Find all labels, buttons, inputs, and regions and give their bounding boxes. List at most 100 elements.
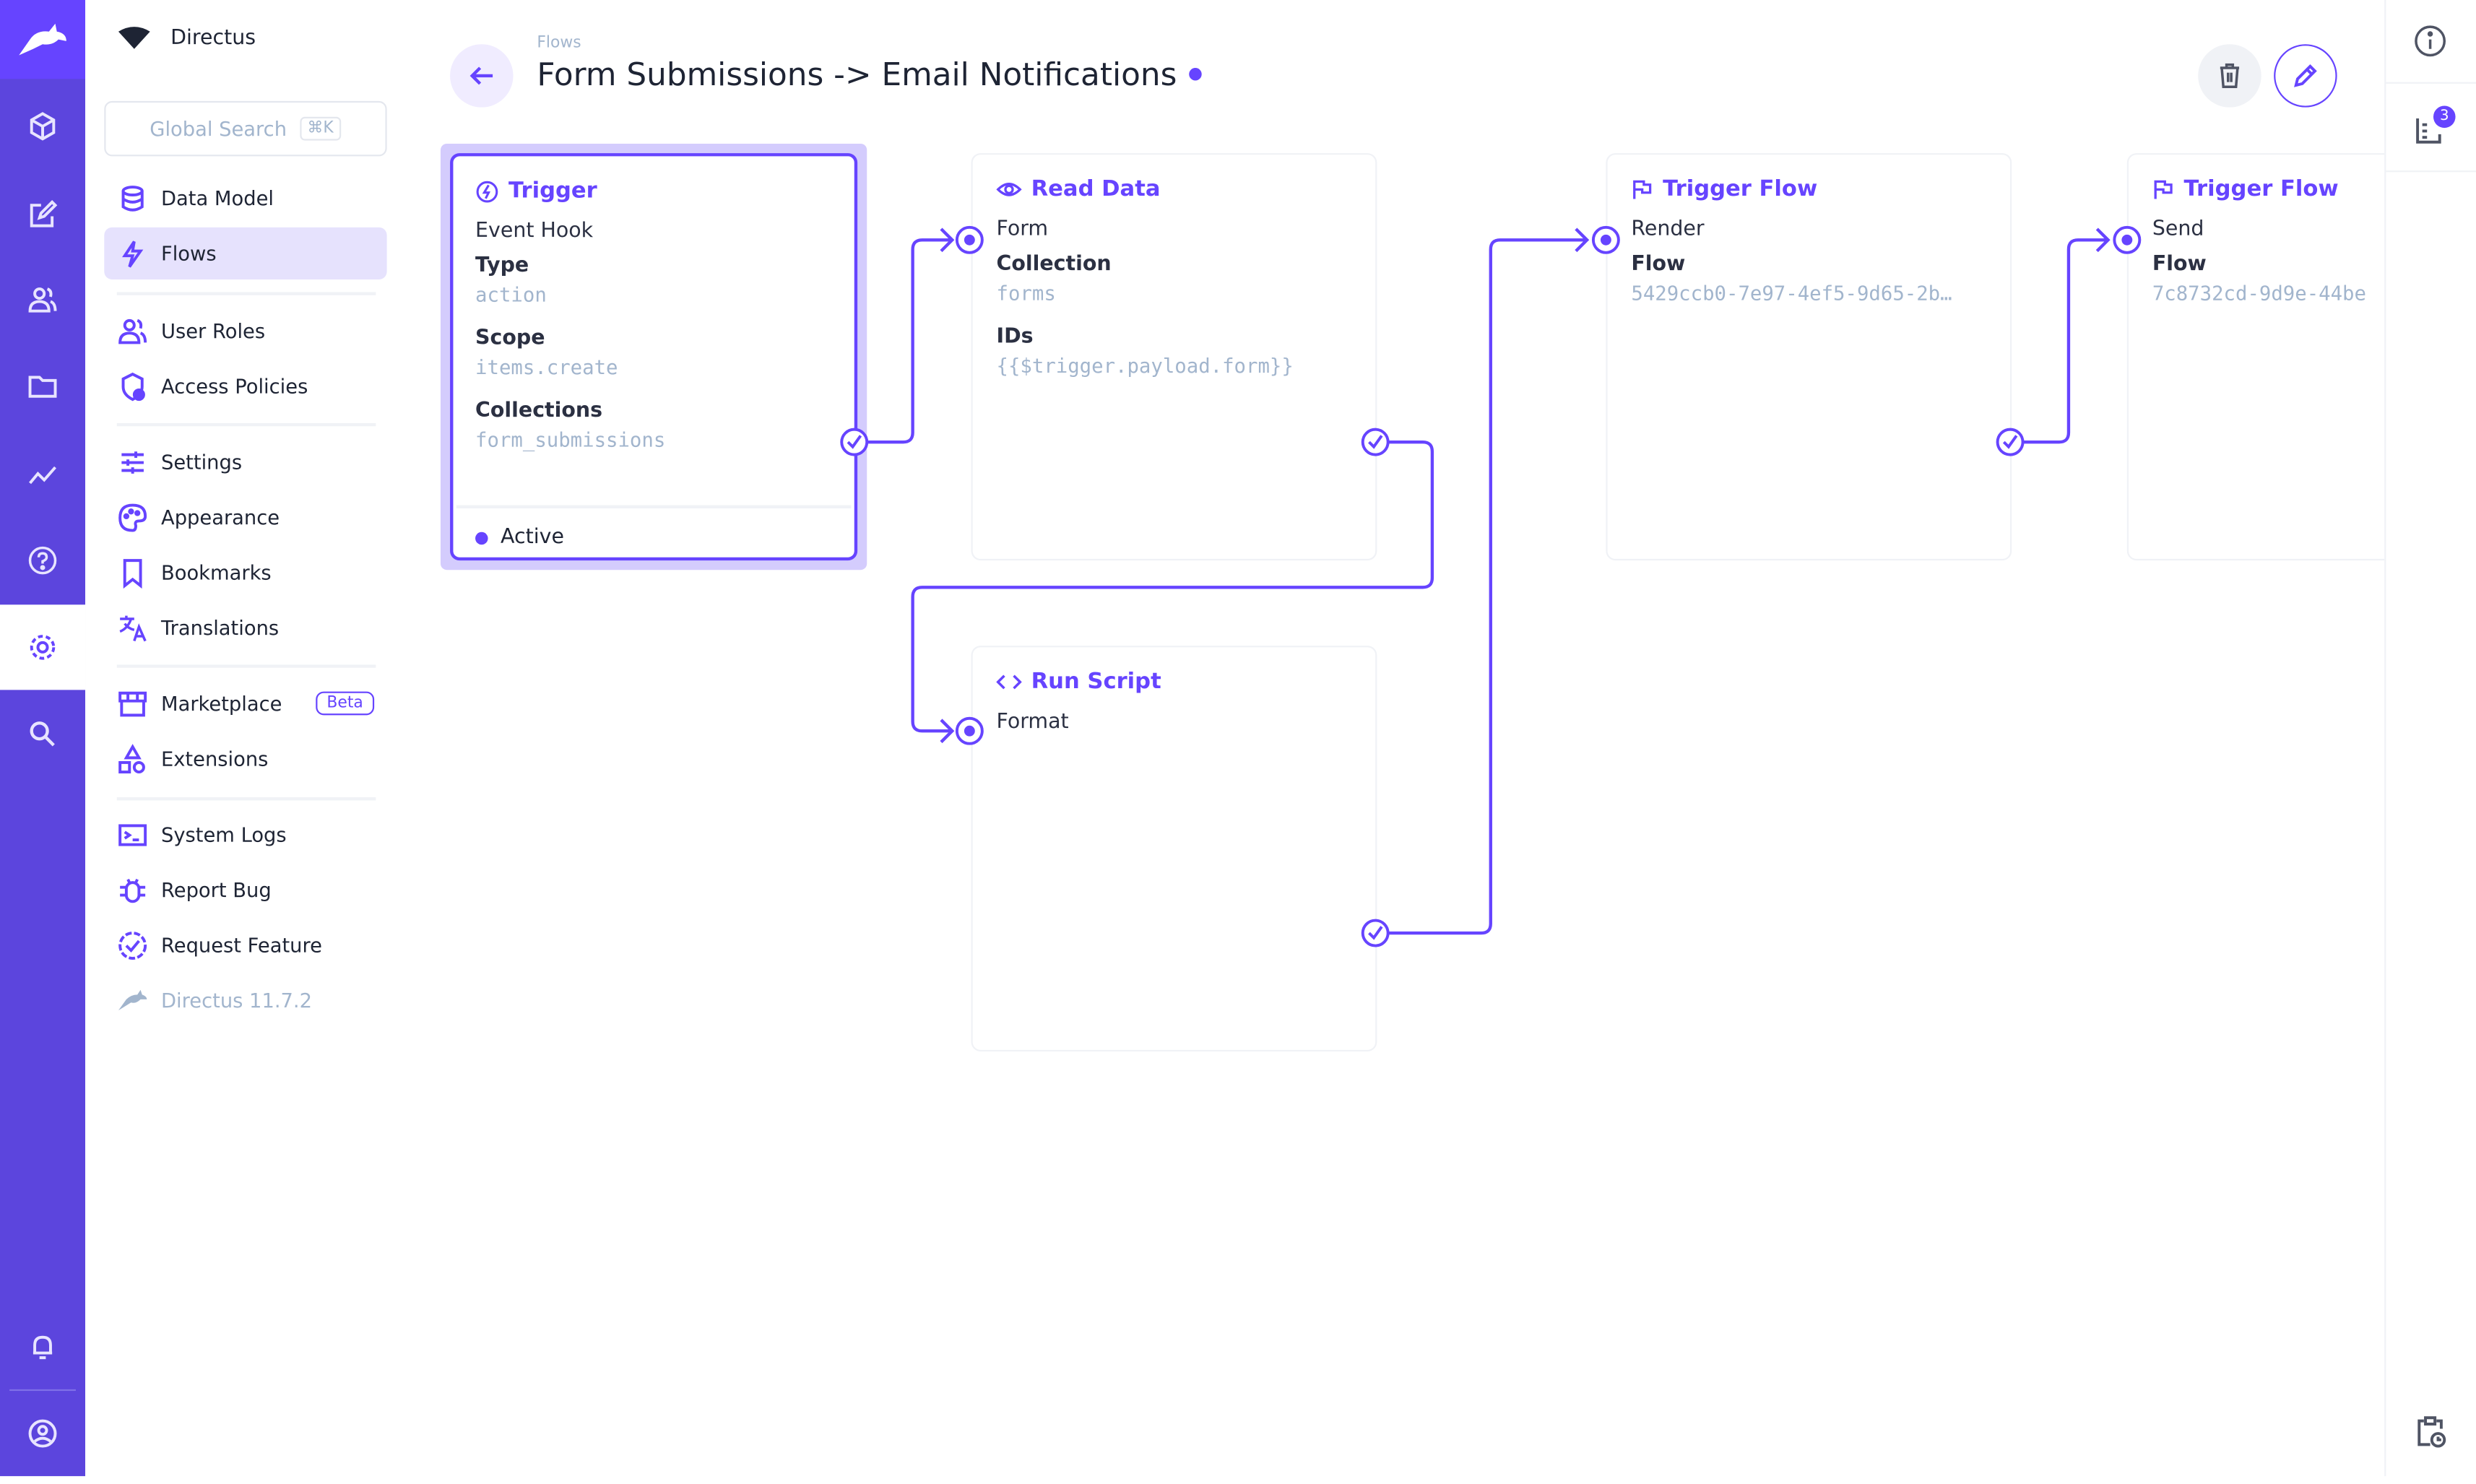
bug-icon [120,877,146,903]
search-icon[interactable] [0,692,85,777]
input-handle-script[interactable] [955,716,984,745]
info-icon[interactable] [2413,24,2448,65]
arrow-left-icon [469,66,493,85]
sidebar-item-bookmarks[interactable]: Bookmarks [104,546,386,598]
terminal-icon [118,823,147,846]
sidebar-item-access-policies[interactable]: Access Policies [104,360,386,412]
bell-icon[interactable] [0,1304,85,1389]
status-text: Active [501,526,564,550]
title-text: Form Submissions -> Email Notifications [537,55,1177,93]
nav-label: Translations [160,615,280,640]
field-value: 7c8732cd-9d9e-44be [2152,281,2366,305]
arrow-icon [940,227,955,253]
trigger-flow-card-render[interactable]: Trigger Flow Render Flow 5429ccb0-7e97-4… [1606,153,2012,561]
sidebar-item-report-bug[interactable]: Report Bug [104,864,386,916]
divider [456,505,852,508]
status: Active [475,526,564,550]
translate-icon [119,615,147,641]
trigger-card[interactable]: Trigger Event Hook Type action Scope ite… [450,153,858,561]
sidebar-item-appearance[interactable]: Appearance [104,491,386,543]
code-icon [996,674,1022,690]
field-label: Flow [2152,252,2207,277]
connector-flow1-flow2 [2022,238,2108,444]
notification-badge: 3 [2433,105,2456,129]
sidebar-item-system-logs[interactable]: System Logs [104,808,386,860]
sidebar-item-flows[interactable]: Flows [104,227,387,279]
settings-icon[interactable] [0,604,86,690]
card-title: Trigger Flow [2183,176,2339,202]
directus-logo-icon[interactable] [0,0,86,79]
insights-icon[interactable] [0,431,85,516]
card-title: Trigger Flow [1663,176,1818,202]
folder-icon[interactable] [0,344,85,430]
breadcrumb[interactable]: Flows [537,35,581,53]
bolt-circle-icon [476,180,498,202]
divider [116,292,376,295]
divider [116,664,376,667]
eye-icon [996,183,1022,196]
read-data-card[interactable]: Read Data Form Collection forms IDs {{$t… [971,153,1377,561]
input-handle-flow2[interactable] [2113,225,2142,254]
edit-button[interactable] [2274,44,2337,108]
resolve-handle-flow1[interactable] [1996,428,2025,456]
nav-label: Extensions [160,747,269,771]
logs-icon [2416,118,2441,144]
flow-connections [867,227,2111,935]
users-icon[interactable] [0,257,85,342]
users-icon [118,318,147,344]
bolt-icon [122,240,144,267]
input-handle-read[interactable] [955,225,984,254]
trash-icon [2220,63,2240,88]
page-title: Form Submissions -> Email Notifications [537,55,1203,93]
shield-user-icon [121,371,145,401]
delete-button[interactable] [2198,44,2261,108]
divider [116,797,376,800]
status-dot [1189,68,1203,81]
connector-read-script [911,440,1434,733]
verified-icon [118,930,147,959]
nav-label: Marketplace [160,691,282,716]
help-icon[interactable] [0,518,85,603]
sliders-icon [121,451,144,473]
nav-label: Request Feature [160,933,322,957]
search-placeholder: Global Search [150,116,287,141]
logs-button[interactable]: 3 [2386,82,2476,173]
card-title: Trigger [508,178,597,204]
resolve-handle-read[interactable] [1361,428,1390,456]
user-icon[interactable] [0,1391,85,1476]
beta-badge: Beta [316,691,375,716]
module-bar [0,0,86,1477]
project-info[interactable]: Directus [117,25,256,51]
trigger-flow-card-send[interactable]: Trigger Flow Send Flow 7c8732cd-9d9e-44b… [2126,153,2412,561]
nav-label: User Roles [160,318,266,343]
sidebar-item-translations[interactable]: Translations [104,602,386,654]
global-search[interactable]: Global Search⌘K [104,100,387,157]
back-button[interactable] [450,44,514,108]
sidebar-item-settings[interactable]: Settings [104,435,386,487]
edit-icon[interactable] [0,172,85,257]
bookmark-icon [123,558,142,589]
resolve-handle-script[interactable] [1361,919,1390,947]
sidebar-item-data-model[interactable]: Data Model [104,172,386,224]
active-dot [475,531,488,544]
nav-label: Appearance [160,505,280,529]
operation-key: Send [2152,217,2204,242]
sidebar-item-extensions[interactable]: Extensions [104,732,386,784]
divider [116,422,376,426]
version-label: Directus 11.7.2 [160,988,312,1012]
card-title: Read Data [1031,176,1161,202]
input-handle-flow1[interactable] [1591,225,1620,254]
run-script-card[interactable]: Run Script Format [971,646,1377,1052]
cube-icon[interactable] [0,84,85,169]
sidebar-item-marketplace[interactable]: Marketplace Beta [104,677,386,729]
nav-label: System Logs [160,823,287,846]
operation-key: Render [1631,217,1705,242]
sidebar-item-user-roles[interactable]: User Roles [104,305,386,357]
clipboard-clock-icon[interactable] [2413,1415,2448,1456]
sidebar-item-request-feature[interactable]: Request Feature [104,919,386,971]
handles [840,225,2142,947]
field-label: Collections [475,399,603,423]
resolve-handle-trigger[interactable] [840,428,869,456]
operation-key: Format [996,710,1069,734]
sidebar-version[interactable]: Directus 11.7.2 [104,974,386,1026]
